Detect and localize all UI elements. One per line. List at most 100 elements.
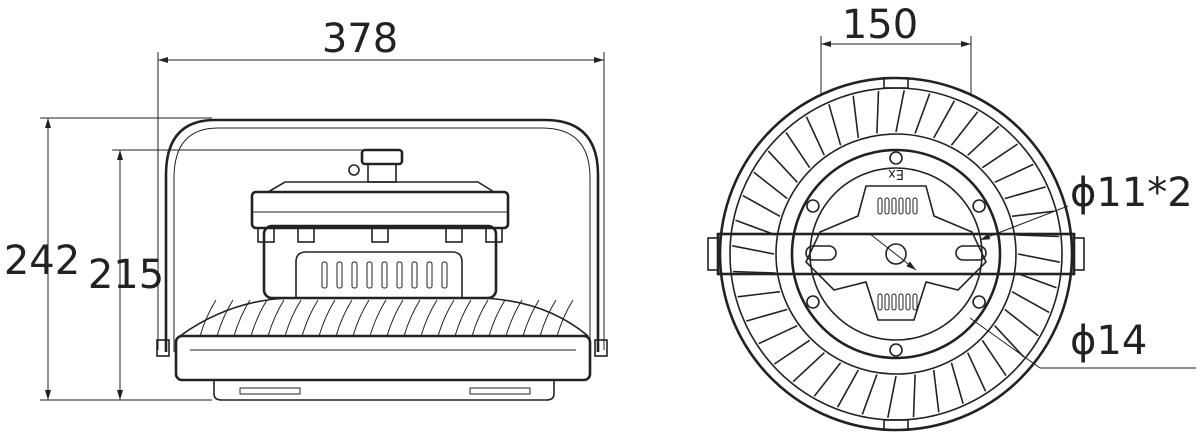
side-fin [522, 299, 540, 337]
front-bolt-hole [806, 199, 820, 213]
side-fin [369, 299, 387, 337]
front-fin [773, 339, 811, 365]
front-fin [932, 369, 940, 413]
side-fin [505, 299, 523, 337]
side-vent-slot [321, 261, 328, 289]
front-fin [737, 290, 781, 298]
side-vent-slot [351, 261, 358, 289]
dim-215-label: 215 [88, 252, 164, 298]
front-fin [950, 111, 979, 146]
front-fin [746, 308, 788, 322]
bracket-slot-left [805, 245, 837, 261]
front-fin [950, 362, 964, 404]
side-fin [539, 299, 557, 337]
front-fin [887, 375, 897, 418]
side-fin [233, 299, 251, 337]
side-fin [420, 299, 438, 337]
side-fin [301, 299, 319, 337]
front-fin [981, 339, 1007, 377]
side-vent-slot [336, 261, 343, 289]
front-fin [785, 131, 811, 169]
side-fin [318, 299, 336, 337]
front-bolt-hole [972, 295, 986, 309]
side-bracket [164, 118, 600, 352]
front-bolt-hole [806, 295, 820, 309]
side-base-housing [174, 334, 592, 382]
side-fin [454, 299, 472, 337]
side-fin [216, 299, 234, 337]
side-fin [335, 299, 353, 337]
front-fin [1016, 272, 1057, 289]
front-tab-top [883, 77, 909, 89]
front-fin [828, 104, 842, 146]
side-fin [352, 299, 370, 337]
side-vent-slot [426, 261, 433, 289]
dim-bolt-hole-label: ϕ11*2 [1070, 170, 1193, 216]
front-fin [742, 194, 781, 217]
front-fin [735, 219, 776, 236]
hub-slot [905, 293, 911, 311]
front-fin [994, 325, 1025, 358]
dim-378-label: 378 [322, 16, 398, 62]
front-fin [1017, 253, 1060, 263]
front-fin [758, 324, 798, 345]
side-fin [284, 299, 302, 337]
hub-slot [898, 293, 904, 311]
side-dimensions: 378 242 215 [4, 16, 605, 401]
front-fin [753, 171, 788, 200]
side-driver-box [262, 224, 498, 300]
front-hub [805, 185, 987, 321]
hub-slot [898, 197, 904, 215]
side-fin [471, 299, 489, 337]
side-fin [488, 299, 506, 337]
side-vent-slot [441, 261, 448, 289]
front-fin [852, 95, 860, 139]
front-fin [1011, 210, 1055, 218]
hub-slot [891, 293, 897, 311]
front-fin [876, 90, 880, 134]
front-fin [792, 352, 825, 383]
side-fin [199, 299, 217, 337]
front-fin [966, 352, 987, 392]
side-vent-slot [366, 261, 373, 289]
front-tab-bottom [883, 419, 909, 431]
side-view [156, 118, 608, 401]
hub-slot [905, 197, 911, 215]
bracket-slot-right [955, 245, 987, 261]
side-fin [267, 299, 285, 337]
bracket-center-hole [885, 243, 907, 265]
front-bolt-hole [889, 343, 903, 357]
side-fin [556, 299, 574, 337]
front-fin [914, 93, 931, 134]
hub-slot [891, 197, 897, 215]
front-fin [933, 100, 956, 139]
front-bolt-hole [889, 151, 903, 165]
front-bolt-hole [972, 199, 986, 213]
side-fin [250, 299, 268, 337]
front-fin [912, 374, 916, 418]
front-fin [967, 125, 1000, 156]
dim-150-label: 150 [842, 2, 918, 48]
front-fin [836, 369, 859, 408]
front-fin [861, 374, 878, 415]
side-fin [403, 299, 421, 337]
side-vent-slot [396, 261, 403, 289]
front-fin [1004, 308, 1039, 337]
front-fin [981, 143, 1019, 169]
front-fin [895, 90, 905, 133]
side-cable-gland [360, 148, 404, 166]
front-dimensions: 150 ϕ11*2 ϕ14 [820, 2, 1196, 369]
hub-slot [884, 197, 890, 215]
dim-center-hole-label: ϕ14 [1070, 318, 1147, 364]
side-fin [437, 299, 455, 337]
front-fin [732, 245, 775, 255]
front-view: Ex [707, 76, 1085, 432]
side-vent-slot [381, 261, 388, 289]
front-fin [1004, 186, 1046, 200]
dim-242-label: 242 [4, 238, 80, 284]
ex-mark: Ex [888, 166, 904, 181]
front-fin [994, 163, 1034, 184]
side-fin [386, 299, 404, 337]
hub-slot [912, 197, 918, 215]
